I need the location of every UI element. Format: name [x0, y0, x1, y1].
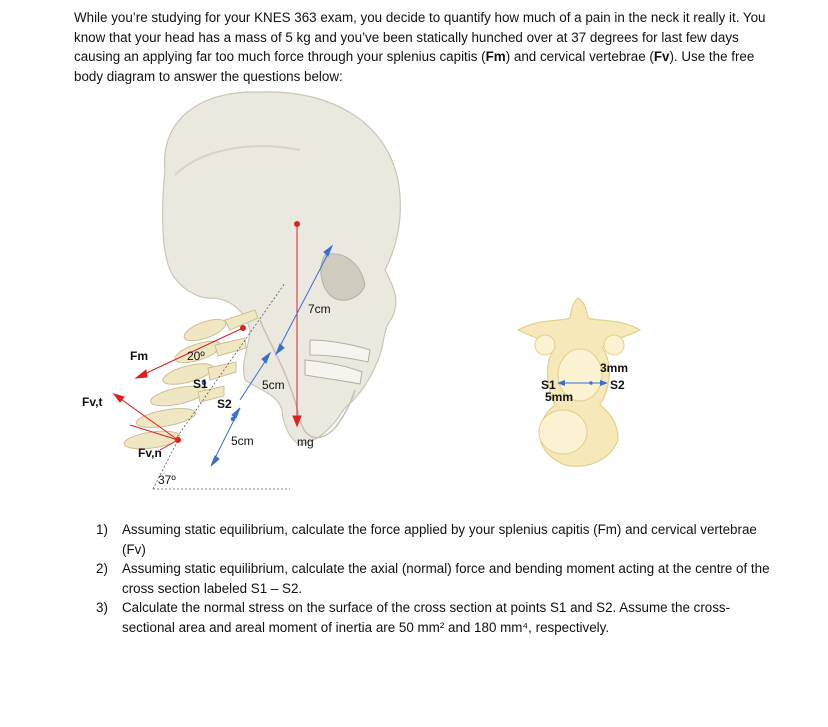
vertebra-cross-section: S1 S2 3mm 5mm — [516, 297, 642, 467]
label-fvt: Fv,t — [82, 395, 102, 409]
cervical-spine-illustration — [123, 309, 259, 450]
label-mg: mg — [297, 435, 314, 449]
label-angle-37: 37º — [158, 473, 176, 487]
force-arrows — [112, 221, 302, 451]
question-item: 3) Calculate the normal stress on the sur… — [96, 598, 776, 637]
intro-text-2: ) and cervical vertebrae ( — [505, 49, 654, 65]
figure-labels: Fm 20º S1 S2 Fv,t Fv,n 37º 5cm 5cm 7cm m… — [82, 302, 331, 487]
fv-label: Fv — [653, 49, 670, 65]
label-s1: S1 — [193, 377, 208, 391]
question-list: 1) Assuming static equilibrium, calculate… — [96, 520, 776, 637]
label-5cm-lower: 5cm — [231, 434, 254, 448]
question-text: Assuming static equilibrium, calculate t… — [122, 522, 757, 557]
label-7cm: 7cm — [308, 302, 331, 316]
question-number: 2) — [96, 561, 108, 576]
skull-illustration — [161, 91, 401, 446]
question-item: 2) Assuming static equilibrium, calculate… — [96, 559, 776, 598]
question-number: 1) — [96, 522, 108, 537]
question-item: 1) Assuming static equilibrium, calculate… — [96, 520, 776, 559]
label-s2: S2 — [217, 397, 232, 411]
intro-text-1: While you’re studying for your KNES 363 … — [74, 10, 766, 65]
cross-label-s1: S1 — [541, 378, 556, 392]
question-text: Calculate the normal stress on the surfa… — [122, 600, 731, 635]
label-5cm-upper: 5cm — [262, 378, 285, 392]
label-fvn: Fv,n — [138, 446, 162, 460]
question-text: Assuming static equilibrium, calculate t… — [122, 561, 770, 596]
fm-label: Fm — [485, 49, 506, 65]
dimension-arrows — [201, 244, 334, 467]
label-angle-20: 20º — [187, 349, 205, 363]
cross-label-5mm: 5mm — [545, 390, 573, 404]
question-number: 3) — [96, 600, 108, 615]
cross-label-3mm: 3mm — [600, 361, 628, 375]
cross-label-s2: S2 — [610, 378, 625, 392]
intro-text-3: ). Use the free body diagram to answer t… — [74, 49, 755, 84]
label-fm: Fm — [130, 349, 148, 363]
intro-paragraph: While you’re studying for your KNES 363 … — [74, 8, 774, 86]
reference-lines — [152, 282, 290, 490]
